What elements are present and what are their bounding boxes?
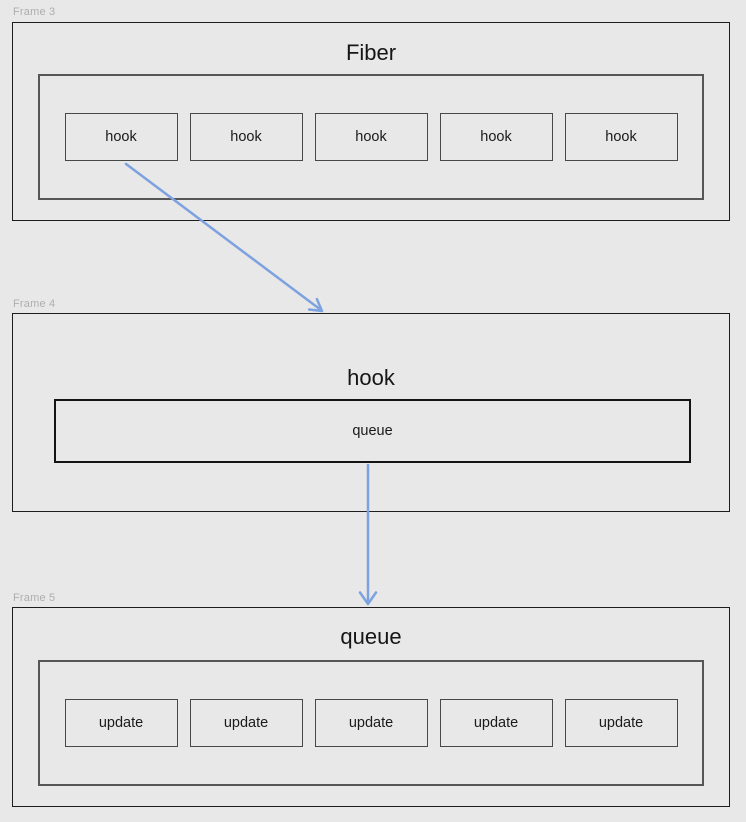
hook-box[interactable]: hook [314,113,428,161]
hook-box-label: hook [105,129,137,145]
frame-5-title: queue [340,624,402,649]
hook-box-label: hook [355,129,387,145]
update-box-label: update [98,715,144,731]
update-box[interactable]: update [564,699,678,747]
hook-box-label: hook [480,129,512,145]
queue-box-label: queue [352,423,393,439]
frame-4[interactable]: hook queue [12,313,730,512]
hook-box[interactable]: hook [189,113,303,161]
frame-5-label[interactable]: Frame 5 [13,592,56,604]
hook-box-label: hook [230,129,262,145]
frame-3[interactable]: Fiber hook hook hook hook hook [12,22,730,221]
hook-list-container[interactable]: hook hook hook hook hook [38,74,704,200]
update-box[interactable]: update [189,699,303,747]
frame-3-title: Fiber [345,40,397,65]
hook-box[interactable]: hook [439,113,553,161]
update-list-container[interactable]: update update update update update [38,660,704,786]
update-box[interactable]: update [314,699,428,747]
update-box-label: update [598,715,644,731]
hook-box-label: hook [605,129,637,145]
frame-5[interactable]: queue update update update update update [12,607,730,807]
update-box-label: update [223,715,269,731]
hook-box[interactable]: hook [564,113,678,161]
update-box-label: update [473,715,519,731]
hook-box[interactable]: hook [64,113,178,161]
frame-3-label[interactable]: Frame 3 [13,6,56,18]
queue-box[interactable]: queue [54,399,691,463]
update-box[interactable]: update [64,699,178,747]
frame-4-label[interactable]: Frame 4 [13,298,56,310]
update-box-label: update [348,715,394,731]
update-box[interactable]: update [439,699,553,747]
frame-4-title: hook [347,365,395,390]
